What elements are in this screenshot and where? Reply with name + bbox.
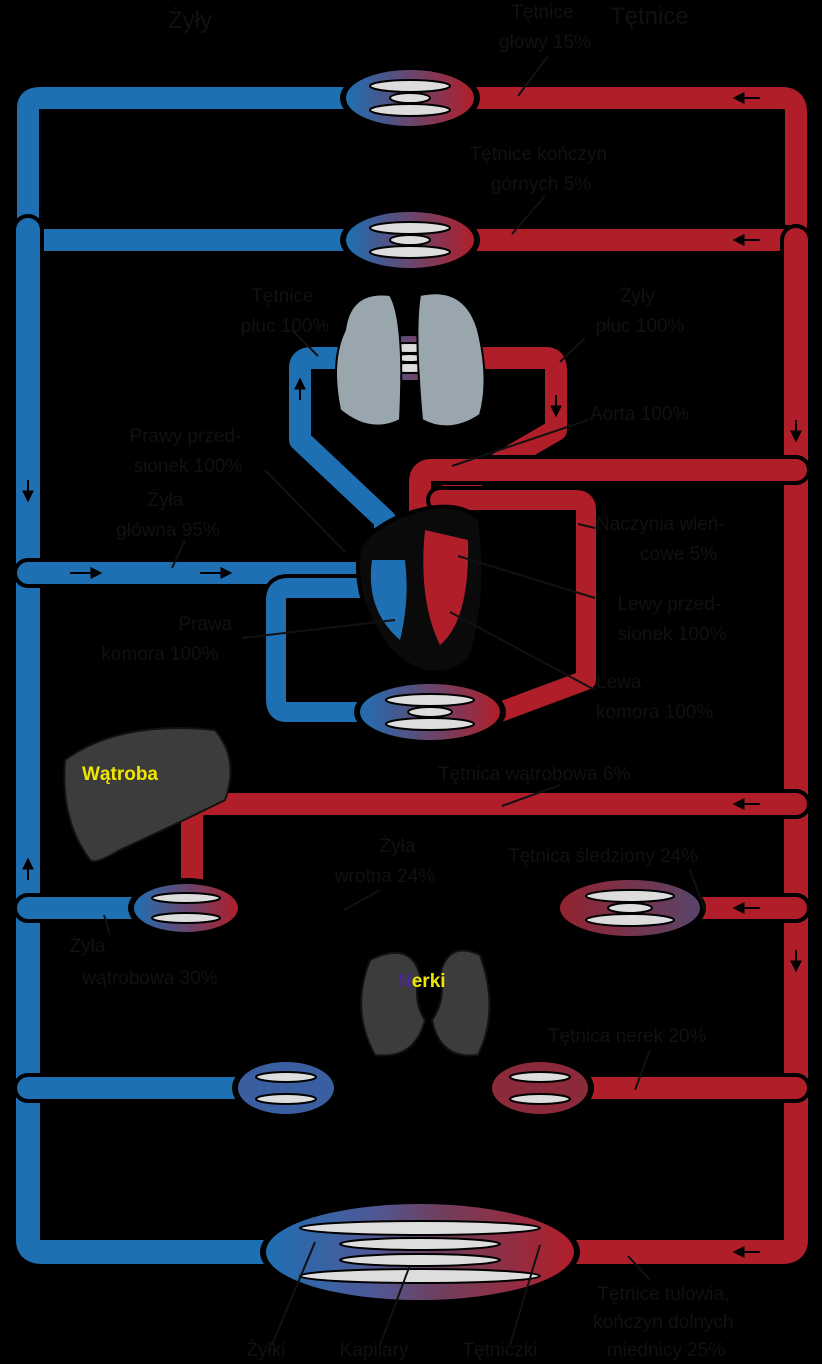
label-renal-artery: Tętnica nerek 20%: [548, 1026, 707, 1047]
capillary-bed-head: [340, 64, 480, 132]
capillary-beds: [128, 64, 706, 1306]
liver: Wątroba: [63, 727, 232, 863]
kidneys-label-rest: erki: [412, 971, 446, 992]
header-arteries: Tętnice: [610, 3, 689, 30]
right-heart: [370, 560, 407, 640]
label-left-ventricle: Lewa komora 100%: [596, 672, 713, 723]
capillary-bed-coronary: [354, 678, 506, 746]
label-portal-vein: Żyła wrotna 24%: [334, 836, 435, 887]
lungs: [335, 292, 486, 428]
label-venules: Żyłki: [246, 1340, 285, 1361]
label-right-atrium: Prawy przed- sionek 100%: [129, 426, 246, 477]
label-hepatic-artery: Tętnica wątrobowa 6%: [438, 764, 630, 785]
capillary-bed-kidney-right: [486, 1056, 594, 1120]
lung-right: [416, 292, 486, 428]
label-left-atrium: Lewy przed- sionek 100%: [618, 594, 727, 645]
flow-arrows: [22, 92, 802, 1258]
kidneys: Nerki: [360, 949, 491, 1057]
capillary-bed-trunk: [260, 1198, 580, 1306]
capillary-bed-spleen: [554, 874, 706, 942]
kidney-left: [360, 951, 427, 1057]
labels: Tętnice głowy 15% Tętnice kończyn górnyc…: [69, 2, 739, 1361]
label-splenic-artery: Tętnica śledziony 24%: [508, 846, 698, 867]
header-veins: Żyły: [168, 7, 212, 34]
svg-text:Nerki: Nerki: [398, 971, 446, 992]
label-pulmonary-artery: Tętnice płuc 100%: [241, 286, 330, 337]
label-upper-limbs: Tętnice kończyn górnych 5%: [470, 144, 613, 195]
capillary-bed-upper-limbs: [340, 206, 480, 274]
label-pulmonary-veins: Żyły płuc 100%: [596, 286, 685, 337]
liver-label: Wątroba: [82, 764, 158, 785]
capillary-bed-kidney-left: [232, 1056, 340, 1120]
label-aorta: Aorta 100%: [590, 404, 689, 425]
label-head: Tętnice głowy 15%: [499, 2, 591, 53]
kidneys-label-n: N: [398, 971, 412, 992]
label-hepatic-vein: Żyła wątrobowa 30%: [69, 936, 217, 989]
liver-shape: [63, 727, 232, 863]
label-right-ventricle: Prawa komora 100%: [101, 614, 237, 665]
label-vena-cava: Żyła główna 95%: [116, 490, 220, 541]
label-capillaries: Kapilary: [340, 1340, 409, 1361]
kidney-right: [430, 949, 491, 1057]
capillary-bed-liver: [128, 878, 244, 938]
label-trunk: Tętnice tułowia, kończyn dolnych miednic…: [593, 1284, 739, 1361]
leader-lines: [103, 55, 706, 1346]
vessels: [12, 83, 812, 1268]
label-coronary: Naczynia wień- cowe 5%: [596, 514, 730, 565]
label-arterioles: Tętniczki: [463, 1340, 538, 1361]
lung-left: [335, 293, 403, 427]
